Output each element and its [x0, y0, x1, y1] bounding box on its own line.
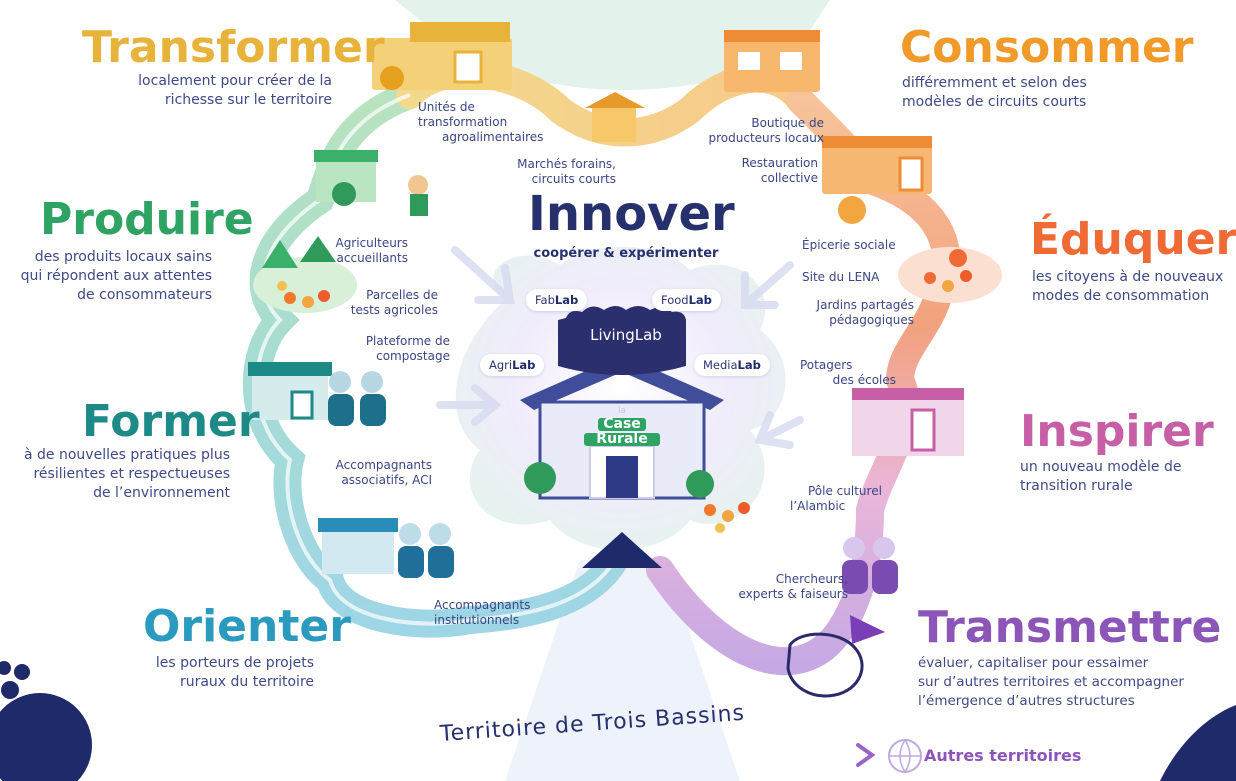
orientation-building	[318, 518, 454, 578]
farm-building	[314, 150, 428, 216]
researchers	[842, 537, 898, 594]
label-marches: Marchés forains,circuits courts	[517, 157, 616, 186]
title-former: Former	[82, 396, 260, 447]
market-stall	[585, 92, 645, 142]
center-arrow	[582, 532, 662, 568]
transformation-building	[372, 22, 512, 90]
title-produire: Produire	[40, 194, 254, 245]
globe-arrow	[856, 743, 876, 767]
title-inspirer: Inspirer	[1020, 406, 1214, 457]
fablab-pill: FabLab	[526, 289, 588, 311]
boutique-building	[724, 30, 820, 92]
school-building	[852, 388, 964, 456]
case-rurale-sign: la Case Rurale	[584, 405, 660, 446]
globe-icon	[888, 739, 922, 773]
garden-plots	[898, 247, 1002, 303]
corner-foliage-left	[0, 661, 92, 781]
autres-territoires-label: Autres territoires	[924, 746, 1082, 765]
inward-arrows	[436, 246, 804, 449]
corner-foliage-right	[1160, 705, 1236, 781]
label-lena: Site du LENA	[802, 270, 880, 284]
livinglab-label: LivingLab	[590, 326, 662, 344]
center-subtitle: coopérer & expérimenter	[533, 246, 719, 261]
title-orienter: Orienter	[143, 601, 351, 652]
medialab-pill: MediaLab	[694, 354, 770, 376]
training-building	[248, 362, 386, 426]
restauration-building	[822, 136, 932, 224]
title-transmettre: Transmettre	[918, 602, 1222, 653]
title-consommer: Consommer	[900, 22, 1194, 73]
reunion-island-icon	[786, 632, 864, 698]
foodlab-pill: FoodLab	[652, 289, 721, 311]
livinglab-badge	[558, 306, 686, 375]
title-eduquer: Éduquer	[1030, 214, 1236, 265]
agrilab-pill: AgriLab	[480, 354, 545, 376]
transmit-arrow	[850, 615, 885, 644]
label-epicerie: Épicerie sociale	[802, 238, 896, 252]
label-chercheurs: Chercheurs,experts & faiseurs	[738, 572, 849, 601]
test-parcels	[253, 236, 357, 313]
center-title: Innover	[528, 186, 735, 242]
title-transformer: Transformer	[82, 22, 385, 73]
ground-beam	[505, 560, 740, 781]
